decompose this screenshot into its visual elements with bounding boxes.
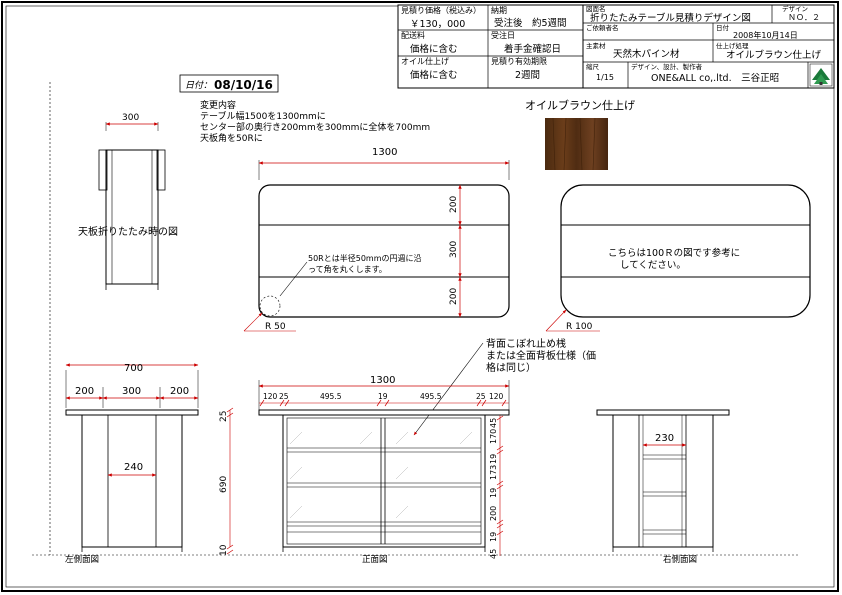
front-view-label: 正面図 xyxy=(362,555,388,565)
material-label: 主素材 xyxy=(586,41,606,50)
order-date-label: 受注日 xyxy=(491,30,515,40)
folded-view-caption: 天板折りたたみ時の図 xyxy=(78,225,178,238)
scale-value: 1/15 xyxy=(596,73,614,82)
validity-label: 見積り有効期限 xyxy=(491,56,547,66)
client-label: ご依頼者名 xyxy=(586,23,619,32)
front-h-dim-7: 120 xyxy=(489,392,504,401)
right-view-label: 右側面図 xyxy=(663,554,697,565)
front-v-left-height: 690 xyxy=(219,476,229,493)
left-total-width: 700 xyxy=(124,363,143,374)
back-note-leader xyxy=(413,342,484,436)
change-note-3: 天板角を50Rに xyxy=(200,132,263,144)
front-h-dim-5: 495.5 xyxy=(420,392,442,401)
top-width-dim: 1300 xyxy=(372,147,397,158)
front-v-right-1: 45 xyxy=(489,418,498,428)
title-block: 見積り価格（税込み） ￥130，000 配送料 価格に含む オイル仕上げ 価格に… xyxy=(397,4,835,89)
left-part-center: 300 xyxy=(122,386,141,397)
delivery-label: 納期 xyxy=(491,5,507,15)
front-v-right-8: 45 xyxy=(489,549,498,559)
front-h-dim-3: 495.5 xyxy=(320,392,342,401)
front-v-right-7: 19 xyxy=(489,532,498,542)
front-h-dim-4: 19 xyxy=(378,392,388,401)
back-note-line2: または全面背板仕様（価 xyxy=(486,349,596,362)
change-note-heading: 変更内容 xyxy=(200,99,236,111)
material-value: 天然木パイン材 xyxy=(613,48,680,60)
top-depth-front: 200 xyxy=(449,196,459,213)
radius-note-line1: 50Rとは半径50mmの円週に沿 xyxy=(308,253,422,263)
front-v-right-3: 19 xyxy=(489,454,498,464)
change-note-2: センター部の奥行き200mmを300mmに全体を700mm xyxy=(200,121,430,133)
scale-label: 縮尺 xyxy=(586,62,600,71)
drawing-name-label: 図面名 xyxy=(586,4,606,13)
left-part-front: 200 xyxy=(75,386,94,397)
finish-value: オイルブラウン仕上げ xyxy=(726,49,822,61)
front-total-width: 1300 xyxy=(370,375,395,386)
date-box-value: 08/10/16 xyxy=(214,78,273,92)
radius-50-label: R 50 xyxy=(265,322,286,332)
date-box xyxy=(179,74,279,93)
radius-note-line2: って角を丸くします。 xyxy=(308,264,387,274)
folded-view: 300 天板折りたたみ時の図 xyxy=(78,113,178,290)
front-v-left-top: 25 xyxy=(219,411,229,422)
company-logo-icon xyxy=(809,63,833,87)
date-box-label: 日付： xyxy=(185,80,212,91)
left-inner-width: 240 xyxy=(124,462,143,473)
price-label: 見積り価格（税込み） xyxy=(401,5,481,15)
front-h-dim-1: 120 xyxy=(263,392,278,401)
validity-value: 2週間 xyxy=(515,69,540,81)
front-v-right-4: 173 xyxy=(489,465,498,480)
swatch-label: オイルブラウン仕上げ xyxy=(525,98,635,112)
price-value: ￥130，000 xyxy=(410,19,465,30)
radius-100-label: R 100 xyxy=(566,322,593,332)
drawing-name-value: 折りたたみテーブル見積りデザイン図 xyxy=(590,12,751,24)
oil-finish-value: 価格に含む xyxy=(410,69,458,81)
oil-finish-label: オイル仕上げ xyxy=(401,56,449,66)
wood-finish-swatch xyxy=(545,118,608,170)
wood-grain xyxy=(552,117,596,171)
shipping-value: 価格に含む xyxy=(410,43,458,55)
date-value: 2008年10月14日 xyxy=(733,30,798,40)
back-note-line1: 背面こぼれ止め桟 xyxy=(486,337,566,350)
left-view-label: 左側面図 xyxy=(65,554,99,565)
top-view-50r: 1300 200 300 200 R 50 50Rとは半径50mmの円週に沿 っ… xyxy=(243,147,510,332)
change-note-1: テーブル幅1500を1300mmに xyxy=(200,110,326,122)
date-label: 日付 xyxy=(716,23,730,32)
r100-note-line1: こちらは100Ｒの図です参考に xyxy=(608,247,740,259)
order-date-value: 着手金確認日 xyxy=(504,43,561,55)
top-view-100r: こちらは100Ｒの図です参考に してください。 R 100 xyxy=(545,184,811,332)
designer-label: デザイン、設計、製作者 xyxy=(631,62,703,71)
design-no-value: ＮＯ．２ xyxy=(788,13,820,22)
front-v-right-5: 19 xyxy=(489,488,498,498)
front-v-right-2: 170 xyxy=(489,429,498,444)
left-side-view: 700 200 300 200 240 左側面図 xyxy=(65,363,199,565)
front-v-right-6: 200 xyxy=(489,506,498,521)
left-part-back: 200 xyxy=(170,386,189,397)
r100-note-line2: してください。 xyxy=(620,260,686,271)
designer-value: ONE&ALL co,.ltd. 三谷正昭 xyxy=(651,73,779,84)
folded-width-dim: 300 xyxy=(122,113,139,123)
design-no-label: デザイン xyxy=(782,4,808,13)
back-note-line3: 格は同じ） xyxy=(486,361,536,374)
right-side-view: 230 右側面図 xyxy=(596,409,730,565)
front-view: 1300 120 25 495.5 19 495.5 25 120 xyxy=(219,375,510,565)
top-depth-center: 300 xyxy=(449,241,459,258)
delivery-value: 受注後 約5週間 xyxy=(494,17,567,29)
right-inner-width: 230 xyxy=(655,433,674,444)
finish-label: 仕上げ処理 xyxy=(716,41,749,50)
front-h-dim-6: 25 xyxy=(476,392,486,401)
sheet-inner-border xyxy=(5,5,835,588)
top-depth-back: 200 xyxy=(449,288,459,305)
front-v-left-foot: 10 xyxy=(219,544,229,556)
front-h-dim-2: 25 xyxy=(279,392,289,401)
shipping-label: 配送料 xyxy=(401,30,425,40)
